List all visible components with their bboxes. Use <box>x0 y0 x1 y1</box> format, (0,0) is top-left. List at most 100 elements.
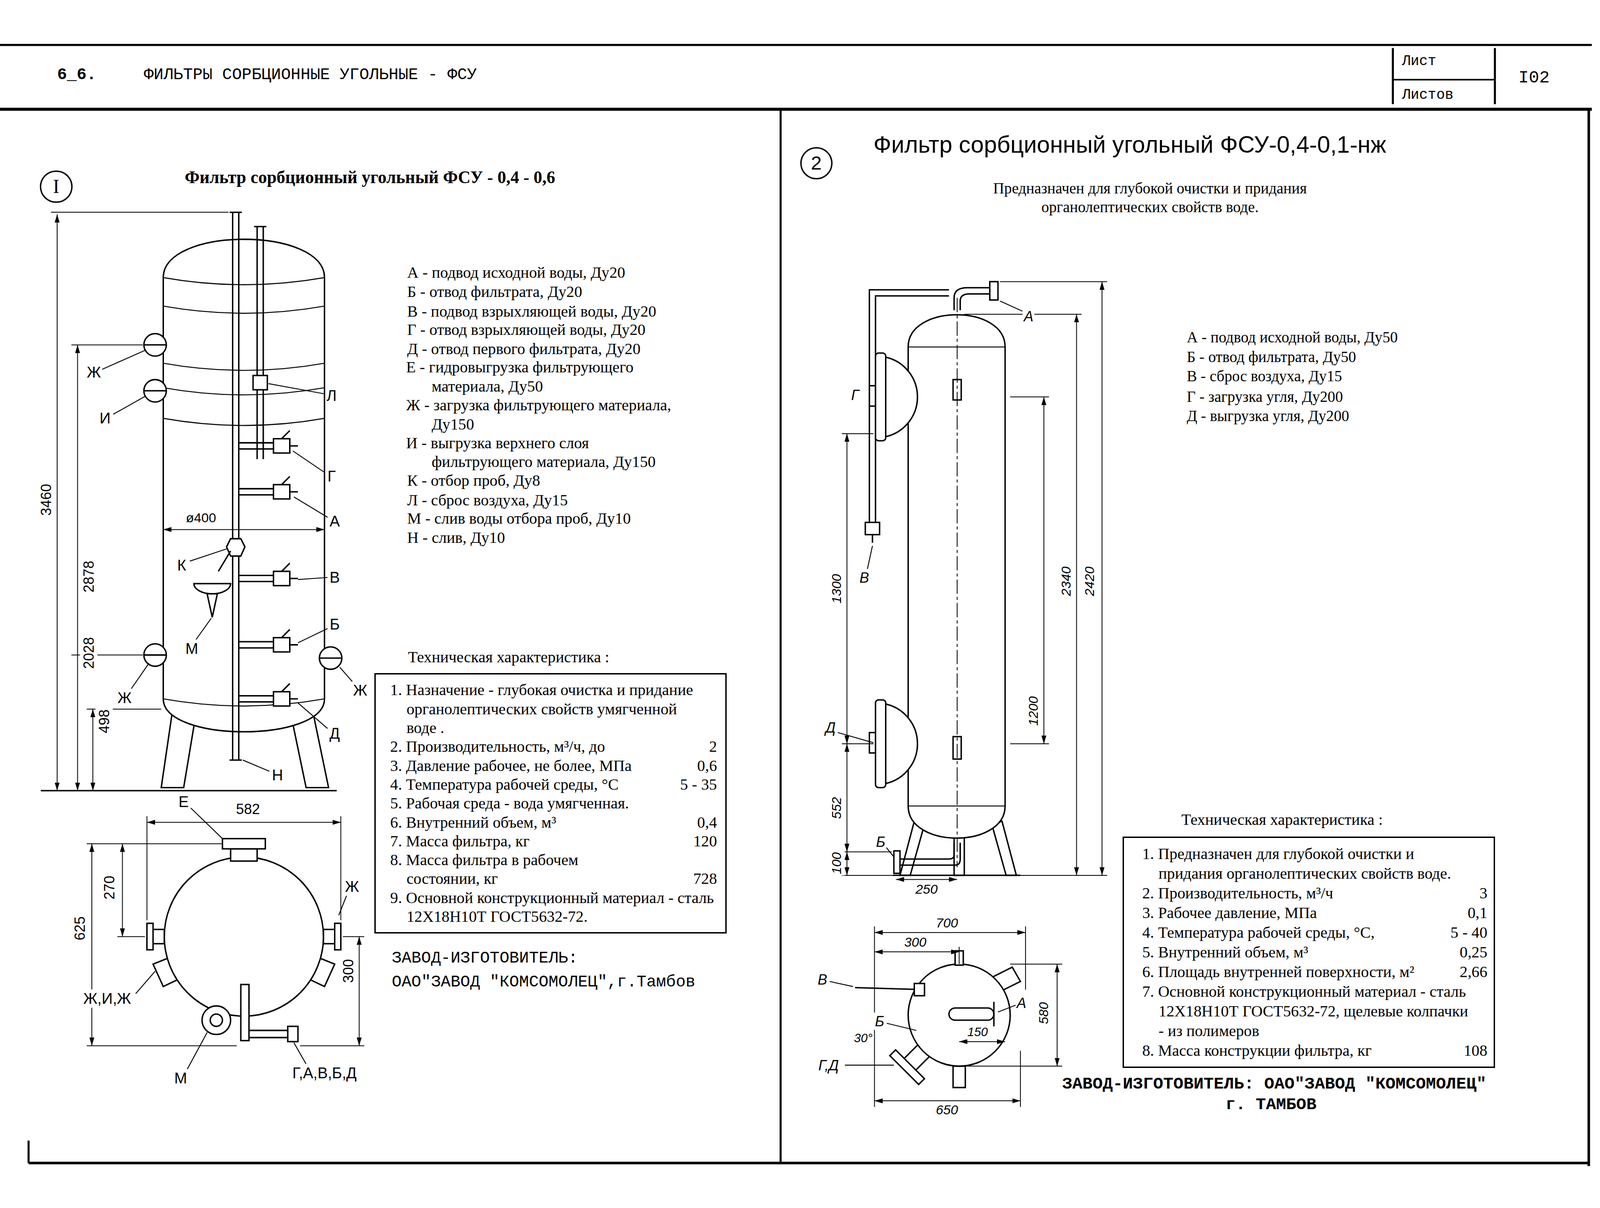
dimension-value: 1200 <box>1025 695 1042 727</box>
filter-2-dimensions-part <box>1010 743 1050 745</box>
sheet-frame <box>0 44 1593 1167</box>
sheet-frame-part <box>1587 109 1590 1167</box>
port-callout: А <box>1022 307 1035 326</box>
sheet-frame-part <box>1392 78 1496 81</box>
filter-1-plan-view-part <box>222 838 266 849</box>
dimension-value: 2340 <box>1058 565 1075 598</box>
spec-value: 5 - 40 <box>1450 922 1488 943</box>
filter-1-plan-dimensions-part <box>86 843 223 845</box>
filter-2-front-view-part <box>907 314 1005 839</box>
filter-2-front-view-part <box>907 347 1005 807</box>
port-callout: В <box>816 971 829 989</box>
sheet-text: I02 <box>1517 67 1551 89</box>
port-callout: Д <box>328 724 341 743</box>
spec-item: 8. Масса конструкции фильтра, кг <box>1142 1041 1372 1061</box>
spec-item: 2. Производительность, м³/ч, до <box>390 737 606 757</box>
filter-2-dimensions-part <box>846 852 848 876</box>
port-callout: М <box>173 1069 189 1088</box>
sheet-text: Б - отвод фильтрата, Ду50 <box>1185 348 1358 367</box>
filter-1-front-view-part <box>281 629 298 646</box>
spec-value: 3 <box>1479 883 1488 904</box>
port-callout: Е <box>177 792 190 812</box>
filter-1-plan-dimensions-part <box>91 843 93 1046</box>
filter-1-front-view-part <box>281 430 298 447</box>
filter-2-plan-dimensions-part <box>874 1100 1020 1102</box>
filter-2-front-view-part <box>875 699 886 788</box>
sheet-text: Г - отвод взрыхляющей воды, Ду20 <box>406 320 647 340</box>
dimension-value: 2878 <box>80 559 98 594</box>
filter-1-plan-view-part <box>210 1014 223 1027</box>
filter-1-front-view-part <box>238 641 274 648</box>
filter-1-front-view-part <box>229 212 242 539</box>
filter-1-plan-dimensions-part <box>342 936 365 938</box>
dimension-value: 2028 <box>80 636 98 670</box>
table-row: 7. Основной конструкционный материал - с… <box>1142 982 1488 1042</box>
spec-item: 8. Масса фильтра в рабочем состоянии, кг <box>390 850 595 889</box>
spec-item: 3. Рабочее давление, МПа <box>1142 903 1318 923</box>
table-row: 2. Производительность, м³/ч, до2 <box>390 737 717 757</box>
sheet-number-circle: I <box>39 170 73 204</box>
port-callout: М <box>184 640 200 659</box>
sheet-frame-part <box>28 1161 1589 1165</box>
filter-2-front-view-part <box>871 534 874 543</box>
filter-2-dimensions-part <box>1043 396 1045 744</box>
filter-2-front-view-part <box>952 736 961 760</box>
filter-2-plan-view <box>855 951 1021 1088</box>
filter-2-plan-dimensions-part <box>1025 926 1027 990</box>
filter-2-plan-dimensions-part <box>874 951 960 953</box>
sheet-text: Г - загрузка угля, Ду200 <box>1185 387 1345 407</box>
filter-1-dimensions-part <box>56 214 58 792</box>
filter-1-front-view-part <box>273 439 291 454</box>
filter-2-front-view-part <box>900 821 925 876</box>
spec-item: 7. Основной конструкционный материал - с… <box>1142 982 1469 1042</box>
port-callout: Г,Д <box>817 1056 841 1074</box>
table-row: 3. Рабочее давление, МПа0,1 <box>1142 903 1488 923</box>
spec-value: 0,4 <box>697 813 717 833</box>
table-row: 1. Назначение - глубокая очистка и прида… <box>390 680 717 738</box>
sheet-text: Листов <box>1400 86 1455 105</box>
table-row: 6. Площадь внутренней поверхности, м²2,6… <box>1142 962 1488 983</box>
sheet-text: А - подвод исходной воды, Ду20 <box>406 263 627 283</box>
sheet-text: К - отбор проб, Ду8 <box>406 471 542 491</box>
filter-1-front-view-part <box>143 390 167 392</box>
spec-value: 5 - 35 <box>680 775 718 795</box>
spec-item: 1. Предназначен для глубокой очистки и п… <box>1142 844 1459 884</box>
filter-1-leaders-part <box>102 349 355 839</box>
filter-1-front-view-part <box>143 333 167 357</box>
spec-value: 0,25 <box>1459 942 1488 963</box>
filter-2-front-view-part <box>900 842 960 866</box>
spec-item: 3. Давление рабочее, не более, МПа <box>390 756 633 776</box>
filter-2-front-view-part <box>952 379 961 401</box>
sheet-text: М - слив воды отбора проб, Ду10 <box>406 509 633 529</box>
filter-1-plan-dimensions-part <box>147 822 342 824</box>
filter-2-plan-view-part <box>993 1002 995 1027</box>
filter-2-plan-dimensions-part <box>958 946 960 965</box>
filter-2-plan-dimensions-part <box>1056 964 1058 1067</box>
filter-2-front-view <box>865 281 1021 876</box>
sheet-frame-part <box>779 109 782 1164</box>
spec-item: 5. Рабочая среда - вода умягченная. <box>390 794 630 813</box>
filter-1-plan-dimensions-part <box>340 816 342 921</box>
sheet-frame-part <box>0 44 1593 46</box>
filter-1-plan-dimensions <box>86 816 365 1071</box>
table-row: 8. Масса конструкции фильтра, кг108 <box>1142 1041 1488 1061</box>
filter-1-front-view-part <box>319 657 343 659</box>
filter-1-leaders <box>102 349 355 839</box>
filter-1-front-view-part <box>238 488 274 495</box>
sheet-text: Д - выгрузка угля, Ду200 <box>1185 407 1351 426</box>
sheet-text: ЗАВОД-ИЗГОТОВИТЕЛЬ: ОАО"ЗАВОД "КОМСОМОЛЕ… <box>1061 1074 1488 1095</box>
port-callout: Ж <box>116 688 133 707</box>
port-callout: Ж <box>352 681 369 700</box>
table-row: 7. Масса фильтра, кг120 <box>390 832 717 851</box>
filter-2-dimensions-part <box>841 851 893 853</box>
filter-1-front-view-part <box>319 647 343 670</box>
spec-item: 4. Температура рабочей среды, °С <box>390 775 619 795</box>
sheet-frame-part <box>1493 48 1496 105</box>
filter-1-front-view-part <box>273 571 291 586</box>
sheet-text: Н - слив, Ду10 <box>406 528 507 548</box>
table-row: 6. Внутренний объем, м³0,4 <box>390 813 717 833</box>
port-callout: Г <box>326 467 337 486</box>
sheet-text: Фильтр сорбционный угольный ФСУ-0,4-0,1-… <box>872 130 1388 159</box>
sheet-title: ФИЛЬТРЫ СОРБЦИОННЫЕ УГОЛЬНЫЕ - ФСУ <box>142 65 478 85</box>
filter-1-plan-dimensions-part <box>117 936 145 938</box>
